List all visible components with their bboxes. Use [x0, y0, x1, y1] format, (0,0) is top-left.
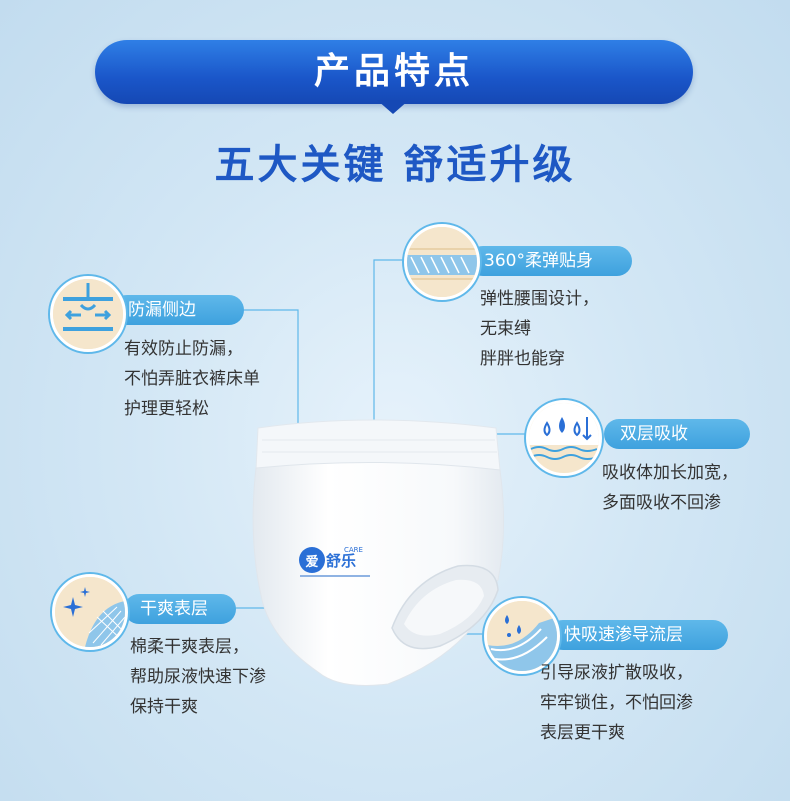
flow-layer-icon [484, 598, 560, 674]
feature-fast-absorb-line: 引导尿液扩散吸收， [540, 663, 693, 683]
brand-logo-text: 舒乐 [326, 552, 356, 570]
feature-double-absorb-line: 吸收体加长加宽， [602, 463, 738, 483]
feature-double-absorb-line: 多面吸收不回渗 [602, 493, 721, 513]
brand-logo-mark: 爱 [305, 554, 318, 570]
feature-fast-absorb-line: 牢牢锁住，不怕回渗 [540, 693, 693, 713]
feature-double-absorb-label: 双层吸收 [620, 424, 688, 444]
header-banner [95, 40, 693, 104]
connector-fit360 [373, 259, 410, 430]
feature-double-absorb-desc: 吸收体加长加宽， 多面吸收不回渗 [602, 458, 738, 518]
feature-side-leak-pill: 防漏侧边 [112, 295, 244, 325]
feature-double-absorb-pill: 双层吸收 [604, 419, 750, 449]
water-drops-icon [526, 400, 602, 476]
feature-side-leak-desc: 有效防止防漏， 不怕弄脏衣裤床单 护理更轻松 [124, 334, 260, 424]
feature-dry-surface-desc: 棉柔干爽表层， 帮助尿液快速下渗 保持干爽 [130, 632, 266, 722]
feature-fit360-line: 无束缚 [480, 319, 531, 339]
feature-fast-absorb-desc: 引导尿液扩散吸收， 牢牢锁住，不怕回渗 表层更干爽 [540, 658, 693, 748]
feature-side-leak-line: 护理更轻松 [124, 399, 209, 419]
brand-logo: 爱 舒乐 CARE [299, 546, 370, 577]
dry-surface-icon [52, 574, 128, 650]
feature-dry-surface-pill: 干爽表层 [124, 594, 236, 624]
feature-fit360-pill: 360°柔弹贴身 [468, 246, 632, 276]
feature-dry-surface-line: 帮助尿液快速下渗 [130, 667, 266, 687]
stretch-fabric-icon [404, 224, 480, 300]
feature-fit360-line: 胖胖也能穿 [480, 349, 565, 369]
page-subtitle: 五大关键 舒适升级 [214, 142, 576, 188]
brand-logo-tag: CARE [344, 546, 363, 554]
feature-fit360-desc: 弹性腰围设计， 无束缚 胖胖也能穿 [480, 284, 599, 374]
feature-fast-absorb-line: 表层更干爽 [540, 723, 625, 743]
side-leak-icon [50, 276, 126, 352]
page-title: 产品特点 [313, 51, 474, 92]
feature-fast-absorb-pill: 快吸速渗导流层 [548, 620, 728, 650]
feature-dry-surface-line: 保持干爽 [130, 697, 198, 717]
feature-fit360-label: 360°柔弹贴身 [484, 251, 593, 271]
feature-side-leak-label: 防漏侧边 [128, 300, 196, 320]
feature-fast-absorb-label: 快吸速渗导流层 [564, 625, 683, 645]
banner-notch [377, 100, 409, 114]
feature-dry-surface-label: 干爽表层 [140, 599, 208, 619]
feature-dry-surface-line: 棉柔干爽表层， [130, 637, 249, 657]
feature-side-leak-line: 有效防止防漏， [124, 339, 243, 359]
feature-fit360-line: 弹性腰围设计， [480, 289, 599, 309]
feature-side-leak-line: 不怕弄脏衣裤床单 [124, 369, 260, 389]
